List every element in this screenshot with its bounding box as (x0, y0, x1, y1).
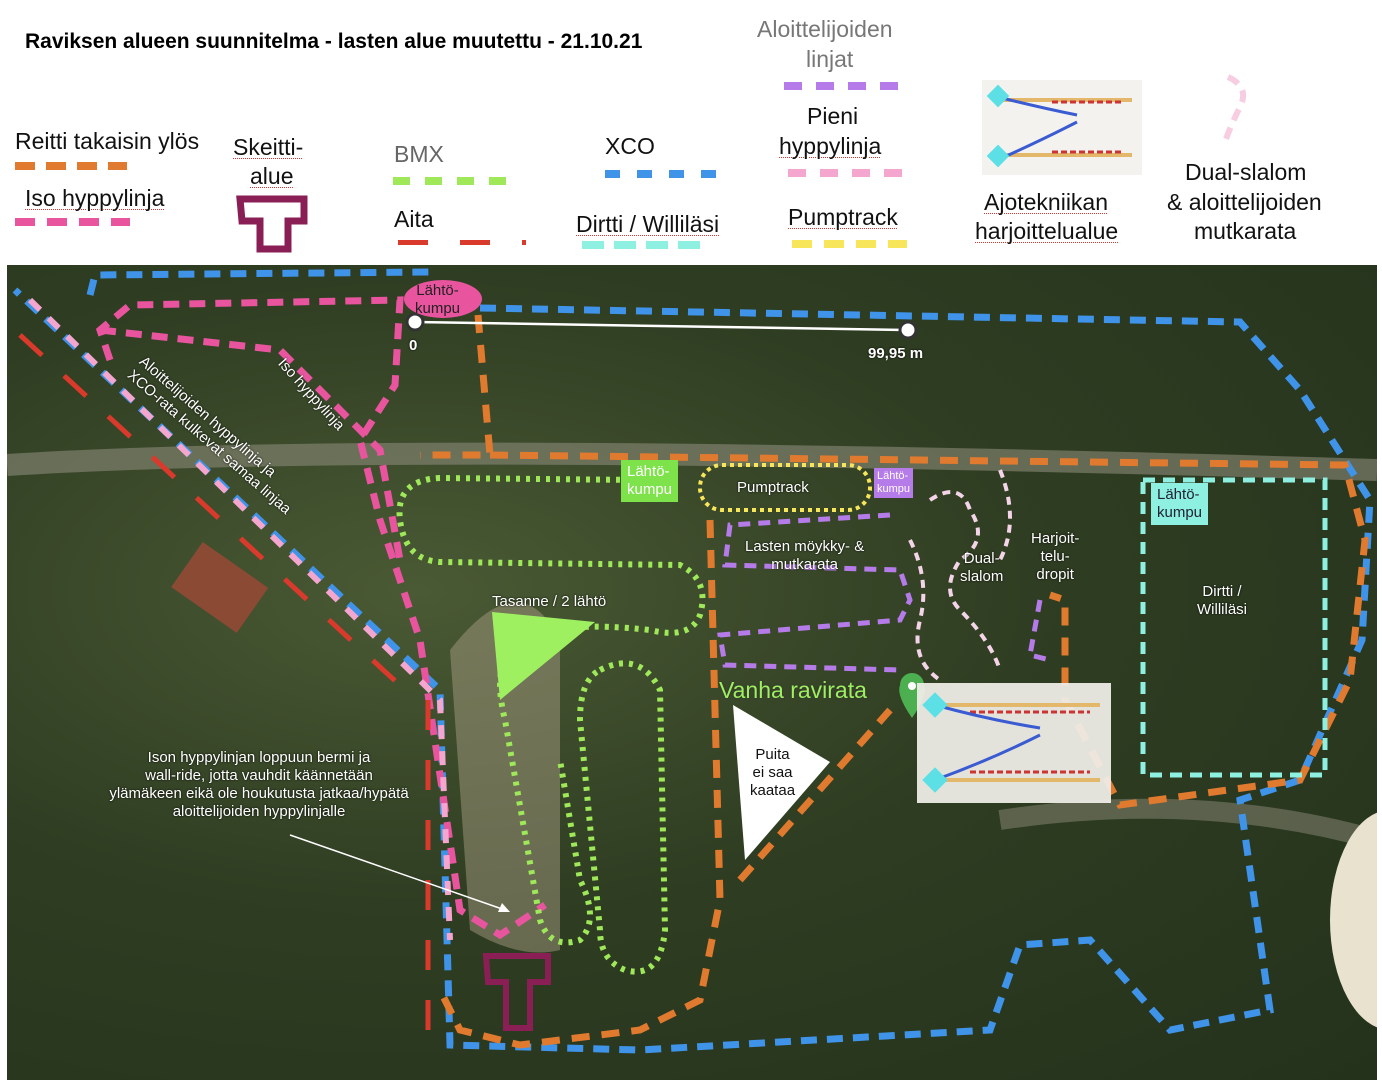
lahto-purple-2: kumpu (877, 483, 911, 495)
harj-1: Harjoit- (1031, 530, 1080, 547)
dirtti-1: Dirtti / (1202, 583, 1242, 600)
puita-marker (733, 705, 830, 860)
dual-2: slalom (960, 568, 1004, 585)
lasten-1: Lasten möykky- & (745, 538, 865, 555)
lahto-kumpu-cyan: Lähtö-kumpu (1151, 483, 1209, 525)
road (998, 798, 1377, 850)
note-1: Ison hyppylinjan loppuun bermi ja (147, 749, 371, 766)
lahto-cyan-1: Lähtö- (1157, 486, 1200, 503)
legend-iso-swatch (15, 218, 130, 226)
lahto-top-2: kumpu (415, 300, 461, 317)
legend-iso-label: Iso hyppylinja (25, 185, 165, 211)
skeitti-icon (236, 195, 308, 253)
bmx-route (576, 660, 669, 975)
lahto-top-1: Lähtö- (416, 282, 459, 299)
pumptrack-label: Pumptrack (737, 479, 809, 496)
legend-xco-swatch (605, 170, 720, 178)
legend-aloittelijat-label-1: Aloittelijoiden (757, 16, 893, 42)
iso-hyppylinja-route (99, 326, 404, 561)
dual-1: Dual- (963, 550, 1000, 567)
note-arrow (289, 834, 506, 911)
reitti-route (420, 314, 1369, 1049)
legend-bmx-label: BMX (394, 141, 444, 167)
legend-ajotekniikka-label-2: harjoittelualue (975, 218, 1119, 244)
lahto-purple-1: Lähtö- (877, 470, 909, 482)
legend-dual-label-1: Dual-slalom (1185, 159, 1307, 185)
scale-bar (414, 320, 909, 332)
note-2: wall-ride, jotta vauhdit käännetään (145, 767, 373, 784)
lahto-green-2: kumpu (627, 481, 673, 498)
legend-xco-label: XCO (605, 133, 655, 159)
legend-pumptrack-label: Pumptrack (788, 204, 898, 230)
dirtti-2: Williläsi (1197, 601, 1247, 618)
harjoittelu-label: Harjoit-telu-dropit (1031, 530, 1079, 584)
tasanne-label: Tasanne / 2 lähtö (492, 593, 607, 610)
legend-skeitti-label-1: Skeitti- (233, 134, 304, 160)
puita-3: kaataa (750, 782, 796, 799)
dual-slalom-icon (1222, 74, 1246, 143)
ajotekniikka-icon (982, 80, 1142, 175)
arrow-head-icon (498, 903, 510, 912)
legend-dirtti-label: Dirtti / Williläsi (576, 211, 720, 237)
legend-ajotekniikka-label-1: Ajotekniikan (984, 189, 1109, 215)
lahto-kumpu-top (404, 280, 482, 318)
skeitti-area (482, 953, 551, 1031)
building (171, 541, 269, 633)
tasanne-marker (492, 612, 595, 700)
scale-end-marker[interactable] (898, 320, 918, 340)
iso-hyppylinja-route (95, 296, 547, 940)
dirtti-area (1140, 477, 1328, 778)
bmx-route (396, 474, 706, 946)
satellite-map[interactable]: Lähtö-kumpu 0 99,95 m Aloittelijoiden hy… (7, 265, 1377, 1080)
legend-aloittelijat-swatch (784, 82, 902, 90)
aloittelija-hyppylinja-route (27, 297, 453, 941)
ajotekniikka-image (917, 683, 1111, 803)
harj-2: telu- (1040, 548, 1070, 565)
xco-route (12, 268, 1374, 1054)
lasten-2: mutkarata (771, 556, 838, 573)
track-clearing (450, 602, 560, 953)
lahto-green-1: Lähtö- (627, 463, 670, 480)
pin-dot (908, 682, 916, 690)
legend-pieni-label-1: Pieni (807, 103, 859, 129)
dirtti-label: Dirtti /Williläsi (1197, 583, 1247, 619)
dual-slalom-route (908, 469, 1012, 682)
note-3: ylämäkeen eikä ole houkutusta jatkaa/hyp… (109, 785, 409, 802)
lahto-kumpu-purple: Lähtö-kumpu (874, 468, 914, 498)
legend-skeitti-label-2: alue (250, 163, 294, 189)
legend-dual-label-3: mutkarata (1194, 218, 1297, 244)
puita-1: Puita (755, 746, 790, 763)
legend-dual-label-2: & aloittelijoiden (1167, 189, 1322, 215)
puita-2: ei saa (752, 764, 793, 781)
sand-area (1330, 812, 1377, 1028)
legend-dirtti-swatch (582, 241, 700, 249)
legend-aita-label: Aita (394, 206, 434, 232)
harj-3: dropit (1036, 566, 1074, 583)
aita-fence (18, 333, 431, 1030)
pumptrack-route (698, 463, 872, 512)
dual-label: Dual-slalom (960, 550, 1003, 586)
lahto-cyan-2: kumpu (1157, 504, 1203, 521)
scale-end-label: 99,95 m (868, 345, 924, 362)
legend-aita-swatch (398, 240, 526, 245)
aloittelija-route (717, 512, 1051, 673)
lahto-kumpu-green: Lähtö-kumpu (621, 460, 679, 502)
legend-reitti-label: Reitti takaisin ylös (15, 128, 200, 154)
legend-reitti-swatch (15, 162, 127, 170)
map-overlay (7, 268, 1377, 1054)
legend-aloittelijat-label-2: linjat (806, 46, 854, 72)
note-4: aloittelijoiden hyppylinjalle (172, 803, 346, 820)
legend-pumptrack-swatch (792, 240, 907, 248)
scale-start-label: 0 (409, 337, 418, 354)
legend-pieni-label-2: hyppylinja (779, 133, 882, 159)
scale-start-marker[interactable] (405, 312, 425, 332)
page-title: Raviksen alueen suunnitelma - lasten alu… (25, 30, 643, 53)
vanha-ravirata-label: Vanha ravirata (719, 677, 867, 703)
reitti-route (737, 707, 893, 883)
legend-bmx-swatch (393, 177, 508, 185)
legend-pieni-swatch (788, 169, 903, 177)
lasten-label: Lasten möykky- &mutkarata (745, 538, 864, 574)
